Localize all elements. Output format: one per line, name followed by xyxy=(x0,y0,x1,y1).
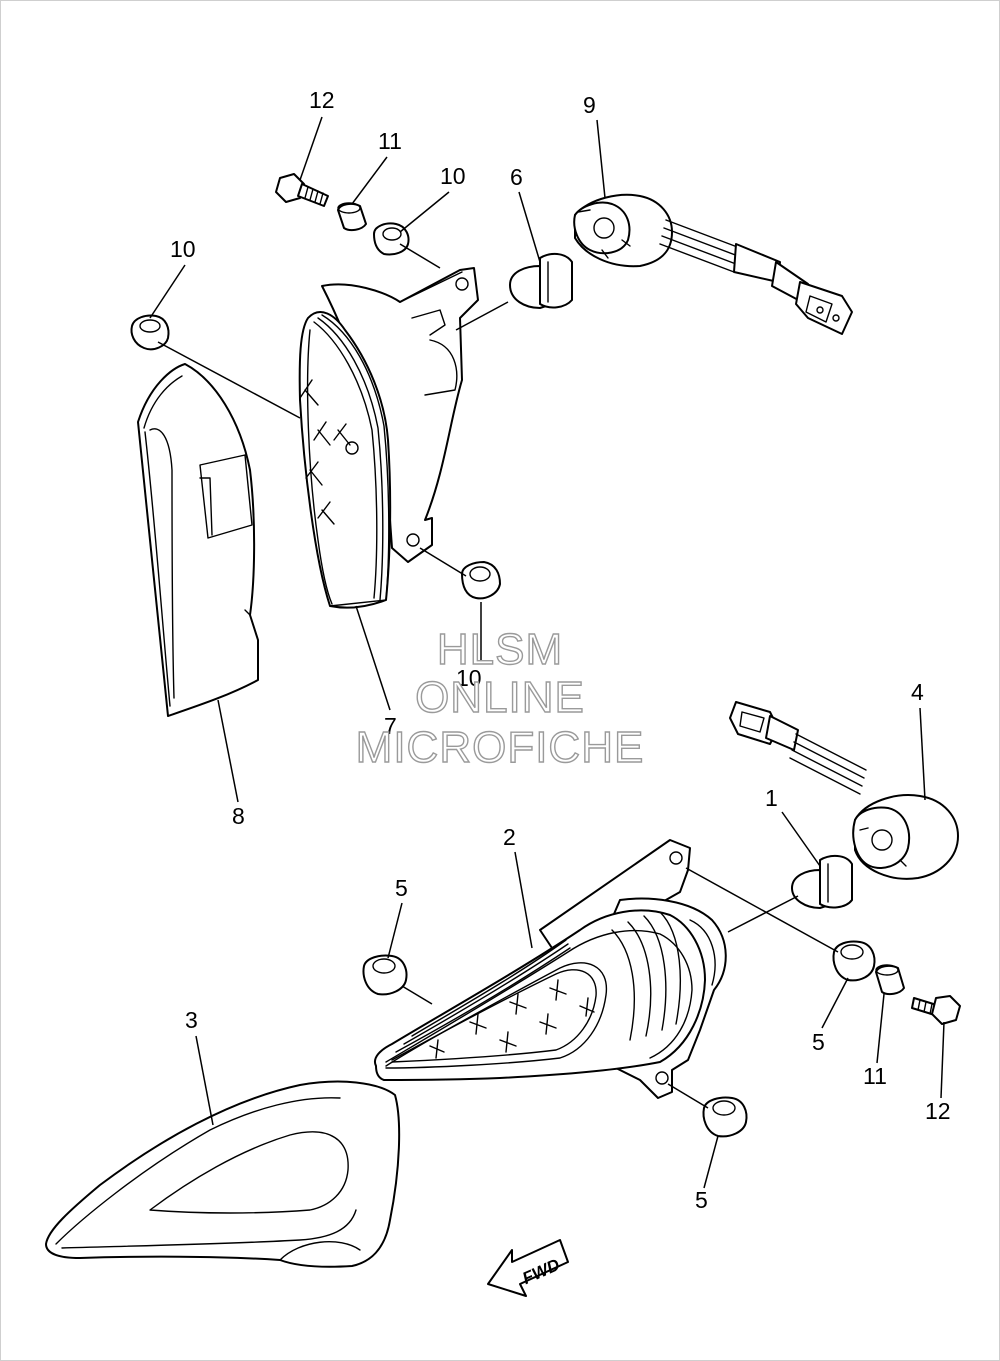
callout-12-top: 12 xyxy=(309,87,335,113)
part-5-grommet-left xyxy=(362,954,408,996)
callout-12-bottom: 12 xyxy=(925,1098,951,1124)
callout-11-top: 11 xyxy=(378,128,402,154)
callout-5-bottom: 5 xyxy=(695,1187,708,1213)
part-11-collar-top xyxy=(337,202,367,232)
part-6-bulb xyxy=(509,252,573,309)
callout-5-right: 5 xyxy=(812,1029,825,1055)
part-9-socket-harness xyxy=(573,193,853,335)
part-10-grommet-bottom xyxy=(461,561,501,600)
part-3-lens-cover xyxy=(45,1080,401,1268)
callout-numbers: 12 11 10 6 9 10 10 7 8 4 1 2 5 3 5 11 12… xyxy=(170,87,951,1213)
watermark-line1: HLSM xyxy=(436,625,564,674)
part-12-bolt-bottom xyxy=(911,995,961,1025)
part-12-bolt-top xyxy=(275,173,329,207)
callout-8: 8 xyxy=(232,803,245,829)
part-8-lens-cover xyxy=(137,363,259,717)
callout-11-bottom: 11 xyxy=(863,1063,887,1089)
part-11-collar-bottom xyxy=(875,964,905,996)
part-10-grommet-top xyxy=(373,222,410,256)
part-1-bulb xyxy=(791,854,853,909)
callout-10-left: 10 xyxy=(170,236,196,262)
leader-lines xyxy=(149,116,945,1189)
callout-6: 6 xyxy=(510,164,523,190)
watermark-line2: ONLINE xyxy=(414,673,585,722)
callout-3: 3 xyxy=(185,1007,198,1033)
callout-4: 4 xyxy=(911,679,924,705)
part-10-grommet-left xyxy=(130,314,170,351)
fwd-arrow-icon: FWD xyxy=(487,1239,569,1297)
callout-9: 9 xyxy=(583,92,596,118)
callout-10-bottom: 10 xyxy=(456,665,482,691)
callout-7: 7 xyxy=(384,713,397,739)
watermark-line3: MICROFICHE xyxy=(355,723,645,772)
part-2-turn-signal-body xyxy=(374,839,727,1099)
callout-1: 1 xyxy=(765,785,778,811)
part-7-turn-signal-body xyxy=(298,267,479,609)
callout-10-top: 10 xyxy=(440,163,466,189)
callout-5-left: 5 xyxy=(395,875,408,901)
callout-2: 2 xyxy=(503,824,516,850)
part-5-grommet-right xyxy=(832,940,876,982)
part-5-grommet-bottom xyxy=(702,1096,748,1138)
part-4-socket-harness xyxy=(729,701,959,880)
